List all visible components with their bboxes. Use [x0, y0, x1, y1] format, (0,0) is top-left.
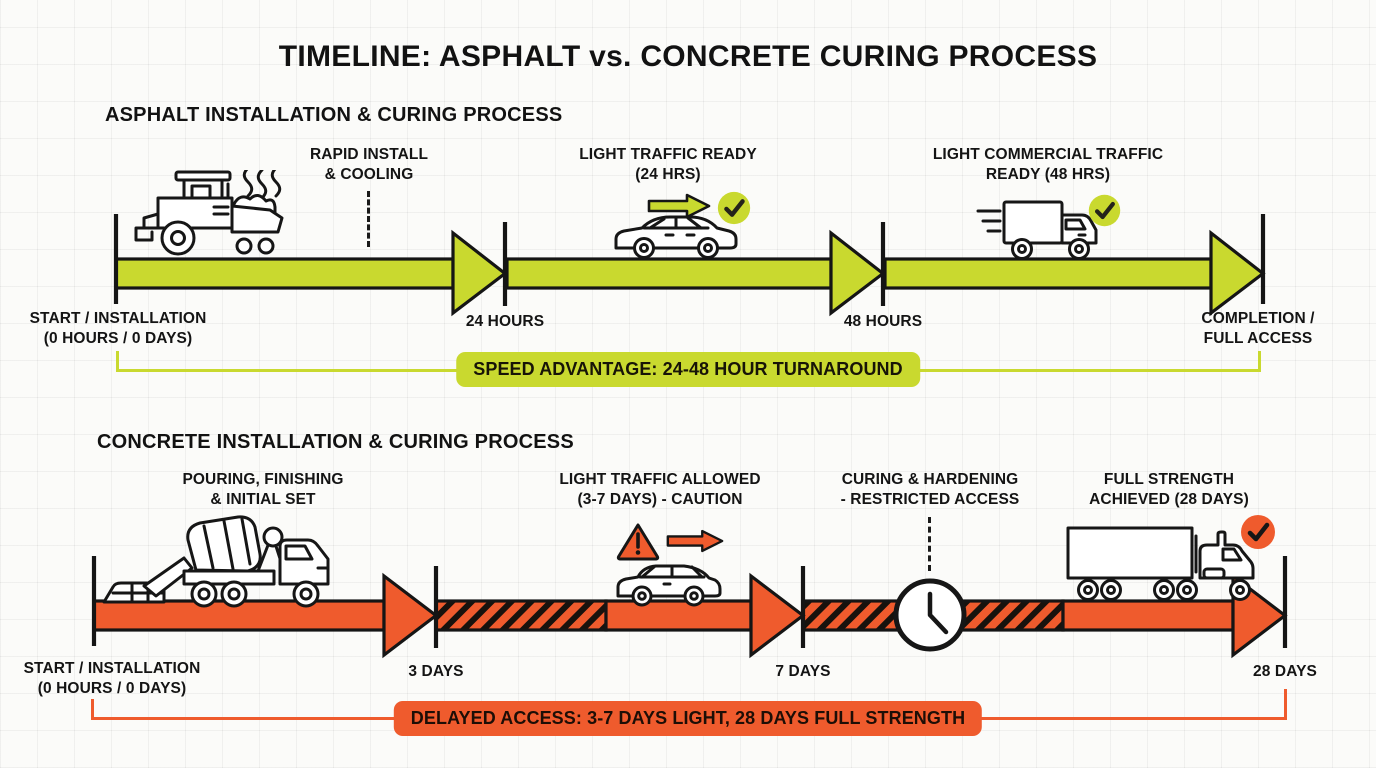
timeline-segment: [604, 599, 753, 632]
asphalt-timeline: [113, 214, 1266, 317]
concrete-delay-badge: DELAYED ACCESS: 3-7 DAYS LIGHT, 28 DAYS …: [393, 701, 983, 736]
asphalt-axis-completion: COMPLETION / FULL ACCESS: [1201, 309, 1314, 349]
concrete-section-heading: CONCRETE INSTALLATION & CURING PROCESS: [97, 431, 574, 453]
asphalt-milestone-light-traffic: LIGHT TRAFFIC READY (24 HRS): [579, 145, 757, 185]
milestone-line1: LIGHT COMMERCIAL TRAFFIC: [932, 146, 1164, 163]
warning-triangle-icon: [616, 523, 660, 561]
timeline-arrowhead-icon: [829, 229, 886, 317]
check-icon: [1088, 194, 1121, 227]
concrete-milestone-light-traffic: LIGHT TRAFFIC ALLOWED (3-7 DAYS) - CAUTI…: [559, 470, 760, 510]
milestone-line1: LIGHT TRAFFIC READY: [579, 146, 757, 163]
concrete-milestone-curing: CURING & HARDENING - RESTRICTED ACCESS: [841, 470, 1020, 510]
dotted-leader-line: [928, 517, 931, 571]
concrete-milestone-pouring: POURING, FINISHING & INITIAL SET: [182, 470, 343, 510]
mixer-truck-icon: [102, 515, 330, 608]
bracket-stub: [1284, 689, 1287, 719]
axis-line1: 3 DAYS: [408, 663, 464, 680]
axis-line2: (0 HOURS / 0 DAYS): [43, 329, 193, 347]
concrete-milestone-full-strength: FULL STRENGTH ACHIEVED (28 DAYS): [1089, 470, 1249, 510]
axis-line2: (0 HOURS / 0 DAYS): [37, 679, 187, 697]
asphalt-milestone-commercial-traffic: LIGHT COMMERCIAL TRAFFIC READY (48 HRS): [933, 145, 1163, 185]
milestone-line2: & INITIAL SET: [210, 490, 316, 508]
forward-arrow-icon: [647, 193, 711, 219]
axis-line1: 7 DAYS: [775, 663, 831, 680]
concrete-axis-start: START / INSTALLATION (0 HOURS / 0 DAYS): [24, 659, 201, 699]
timeline-arrowhead-icon: [382, 572, 439, 659]
milestone-line1: POURING, FINISHING: [182, 471, 344, 488]
concrete-axis-28-days: 28 DAYS: [1253, 662, 1317, 682]
concrete-axis-7-days: 7 DAYS: [775, 662, 830, 682]
timeline-arrowhead-icon: [1209, 229, 1266, 317]
milestone-line1: LIGHT TRAFFIC ALLOWED: [559, 471, 761, 488]
concrete-axis-3-days: 3 DAYS: [408, 662, 463, 682]
milestone-line2: ACHIEVED (28 DAYS): [1089, 490, 1249, 508]
axis-line1: COMPLETION /: [1201, 310, 1315, 327]
milestone-line2: (3-7 DAYS) - CAUTION: [577, 490, 743, 508]
milestone-line2: - RESTRICTED ACCESS: [840, 490, 1020, 508]
sedan-car-icon: [614, 215, 738, 259]
timeline-arrowhead-icon: [749, 572, 806, 659]
bracket-stub: [91, 699, 94, 719]
axis-line2: FULL ACCESS: [1203, 329, 1313, 347]
asphalt-advantage-badge: SPEED ADVANTAGE: 24-48 HOUR TURNAROUND: [456, 352, 920, 387]
axis-line1: START / INSTALLATION: [29, 310, 207, 327]
paver-machine-icon: [134, 170, 284, 256]
asphalt-axis-48-hours: 48 HOURS: [844, 312, 922, 332]
timeline-arrowhead-icon: [451, 229, 508, 317]
milestone-line2: READY (48 HRS): [985, 165, 1111, 183]
timeline-segment: [1061, 599, 1235, 632]
restricted-hatched-segment: [434, 599, 608, 632]
asphalt-axis-start: START / INSTALLATION (0 HOURS / 0 DAYS): [30, 309, 207, 349]
check-icon: [1241, 515, 1275, 549]
box-truck-icon: [976, 200, 1098, 260]
milestone-line2: (24 HRS): [635, 165, 701, 183]
dotted-leader-line: [367, 191, 370, 247]
bracket-stub: [1258, 351, 1261, 371]
forward-arrow-icon: [666, 529, 724, 553]
bracket-stub: [116, 351, 119, 371]
axis-line1: 24 HOURS: [465, 313, 545, 330]
milestone-line1: RAPID INSTALL: [309, 146, 429, 163]
asphalt-axis-24-hours: 24 HOURS: [466, 312, 544, 332]
milestone-line1: CURING & HARDENING: [841, 471, 1019, 488]
timeline-segment: [505, 257, 833, 290]
hatchback-car-icon: [616, 564, 722, 607]
axis-line1: 48 HOURS: [843, 313, 923, 330]
milestone-line1: FULL STRENGTH: [1103, 471, 1235, 488]
asphalt-section-heading: ASPHALT INSTALLATION & CURING PROCESS: [105, 104, 563, 126]
check-icon: [717, 191, 751, 225]
axis-line1: START / INSTALLATION: [23, 660, 201, 677]
timeline-segment: [114, 257, 455, 290]
milestone-line2: & COOLING: [324, 165, 414, 183]
asphalt-milestone-rapid-install: RAPID INSTALL & COOLING: [310, 145, 428, 185]
page-title: TIMELINE: ASPHALT vs. CONCRETE CURING PR…: [278, 40, 1098, 73]
timeline-segment: [883, 257, 1213, 290]
semi-truck-icon: [1066, 526, 1255, 601]
axis-line1: 28 DAYS: [1253, 663, 1317, 680]
clock-icon: [893, 578, 967, 652]
